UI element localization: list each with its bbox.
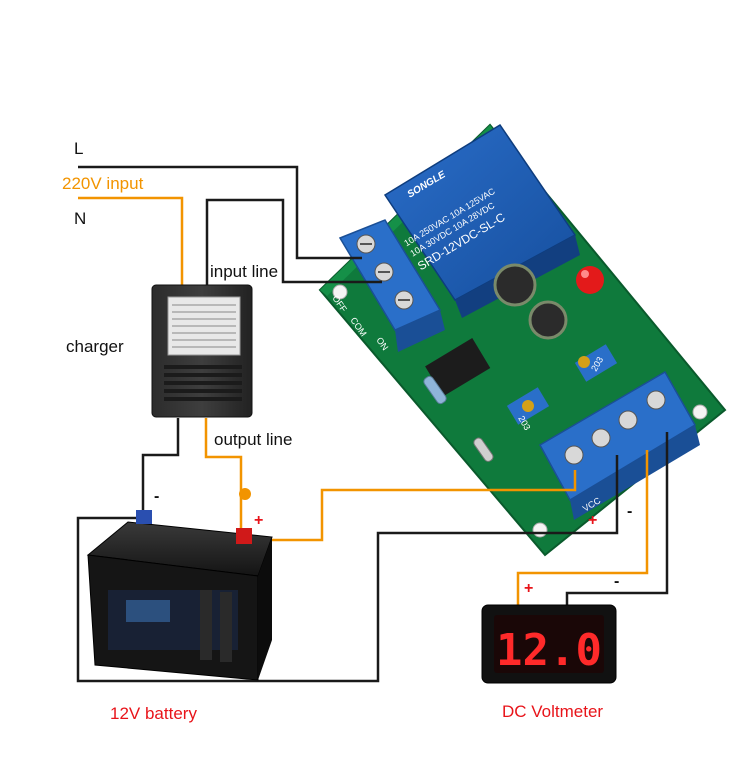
potentiometer-right [574, 344, 618, 382]
diode [473, 437, 494, 462]
ic-chip [425, 338, 491, 397]
wire-input-line [205, 198, 382, 288]
sign-module-plus: + [588, 512, 598, 529]
wire-l [78, 165, 362, 260]
resistor [423, 375, 447, 405]
sign-meter-plus: + [524, 580, 534, 597]
junction-dot [239, 488, 251, 500]
capacitor-1 [493, 263, 537, 307]
sign-module-minus: - [627, 503, 633, 520]
wire-battery-negative [76, 455, 619, 683]
sign-battery-plus: + [254, 512, 264, 529]
transformer-charger-icon [151, 284, 253, 418]
relay-module-icon: SONGLE 10A 250VAC 10A 125VAC 10A 30VDC 1… [318, 123, 727, 557]
wire-charger-negative [141, 418, 180, 515]
wire-n [78, 196, 184, 288]
sign-meter-minus: - [614, 573, 620, 590]
car-battery-icon [86, 510, 273, 681]
wire-meter-negative [565, 432, 669, 605]
wires [76, 165, 669, 683]
label-l: L [74, 139, 84, 158]
battery-positive-terminal [236, 528, 252, 544]
label-dc-voltmeter: DC Voltmeter [502, 702, 604, 721]
voltmeter-reading: 12.0 [496, 625, 602, 676]
wire-meter-positive [516, 450, 649, 605]
sign-battery-minus: - [154, 488, 160, 505]
led-red [576, 266, 604, 294]
capacitor-2 [528, 300, 568, 340]
battery-negative-terminal [136, 510, 152, 524]
label-220v-input: 220V input [62, 174, 144, 193]
terminal-block-relay [338, 219, 445, 352]
label-output-line: output line [214, 430, 293, 449]
label-n: N [74, 209, 87, 228]
wire-battery-positive [250, 470, 577, 542]
relay-component: SONGLE 10A 250VAC 10A 125VAC 10A 30VDC 1… [383, 123, 580, 318]
label-input-line: input line [210, 262, 279, 281]
voltmeter-icon: 12.0 [481, 604, 617, 684]
label-charger: charger [66, 337, 124, 356]
label-12v-battery: 12V battery [110, 704, 197, 723]
